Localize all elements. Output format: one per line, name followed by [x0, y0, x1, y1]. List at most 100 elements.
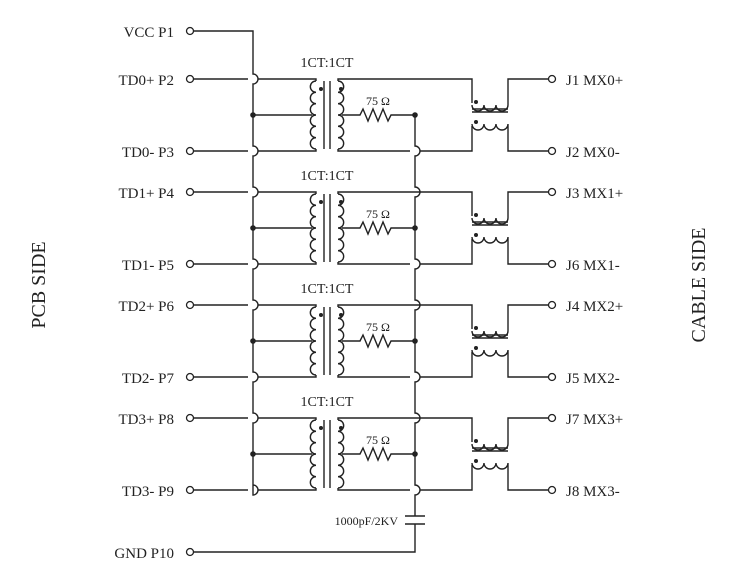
polarity-dot [339, 200, 343, 204]
choke-coil-bottom [471, 462, 548, 491]
transformer-ratio-label: 1CT:1CT [301, 56, 354, 71]
choke-coil-top [471, 417, 548, 451]
primary-wire-bottom [194, 262, 317, 265]
secondary-wire-top [337, 417, 473, 442]
primary-wire-top [194, 304, 317, 307]
primary-wire-bottom [194, 488, 317, 491]
polarity-dot [474, 120, 478, 124]
secondary-wire-bottom [337, 239, 473, 265]
resistor [342, 220, 415, 236]
resistor-label: 75 Ω [366, 94, 390, 108]
secondary-wire-bottom [337, 126, 473, 152]
label-pos: TD1+ P4 [118, 186, 174, 202]
terminal-out-neg [547, 372, 557, 382]
junction-dot [250, 225, 256, 231]
terminal-out-neg [547, 485, 557, 495]
primary-wire-top [194, 417, 317, 420]
polarity-dot [319, 313, 323, 317]
transformer-ratio-label: 1CT:1CT [301, 282, 354, 297]
secondary-wire-top [337, 191, 473, 216]
label-pos: TD3+ P8 [118, 412, 174, 428]
choke-coil-bottom [471, 349, 548, 378]
primary-coil [309, 193, 317, 263]
secondary-wire-top [337, 304, 473, 329]
choke-coil-bottom [471, 236, 548, 265]
gnd-label: GND P10 [114, 546, 174, 562]
resistor-label: 75 Ω [366, 433, 390, 447]
polarity-dot [339, 313, 343, 317]
polarity-dot [474, 439, 478, 443]
junction-dot [250, 338, 256, 344]
primary-wire-top [194, 78, 317, 81]
label-out-pos: J3 MX1+ [566, 186, 623, 202]
junction-dot [250, 451, 256, 457]
label-out-pos: J7 MX3+ [566, 412, 623, 428]
polarity-dot [319, 200, 323, 204]
terminal-neg [185, 146, 195, 156]
label-pos: TD0+ P2 [118, 73, 174, 89]
choke-core [472, 108, 508, 113]
pcb-side-label: PCB SIDE [28, 241, 50, 328]
choke-coil-top [471, 304, 548, 338]
choke-coil-top [471, 191, 548, 225]
label-neg: TD2- P7 [122, 371, 175, 387]
transformer-core [323, 81, 331, 149]
terminal-out-pos [547, 74, 557, 84]
label-out-neg: J5 MX2- [566, 371, 620, 387]
gnd-terminal [185, 547, 195, 557]
choke-core [472, 221, 508, 226]
secondary-coil [337, 419, 345, 489]
junction-dot [412, 451, 418, 457]
transformer-ratio-label: 1CT:1CT [301, 395, 354, 410]
polarity-dot [319, 87, 323, 91]
label-neg: TD0- P3 [122, 145, 174, 161]
polarity-dot [474, 346, 478, 350]
vcc-label: VCC P1 [124, 25, 174, 41]
terminal-pos [185, 300, 195, 310]
secondary-coil [337, 193, 345, 263]
label-out-pos: J1 MX0+ [566, 73, 623, 89]
terminal-out-neg [547, 259, 557, 269]
secondary-coil [337, 80, 345, 150]
primary-coil [309, 419, 317, 489]
terminal-neg [185, 372, 195, 382]
label-out-neg: J8 MX3- [566, 484, 620, 500]
polarity-dot [474, 213, 478, 217]
terminal-neg [185, 259, 195, 269]
junction-dot [412, 112, 418, 118]
choke-core [472, 447, 508, 452]
transformer-ratio-label: 1CT:1CT [301, 169, 354, 184]
junction-dot [250, 112, 256, 118]
vcc-terminal [185, 26, 195, 36]
primary-coil [309, 306, 317, 376]
resistor [342, 107, 415, 123]
label-out-neg: J2 MX0- [566, 145, 620, 161]
choke-coil-bottom [471, 123, 548, 152]
terminal-out-pos [547, 300, 557, 310]
transformer-core [323, 420, 331, 488]
left-center-tap-bus [194, 30, 259, 496]
terminal-out-pos [547, 413, 557, 423]
polarity-dot [339, 87, 343, 91]
polarity-dot [319, 426, 323, 430]
capacitor-label: 1000pF/2KV [335, 514, 399, 528]
terminal-out-neg [547, 146, 557, 156]
terminal-pos [185, 74, 195, 84]
terminal-out-pos [547, 187, 557, 197]
secondary-wire-bottom [337, 465, 473, 491]
terminal-pos [185, 413, 195, 423]
primary-wire-top [194, 191, 317, 194]
transformer-core [323, 307, 331, 375]
polarity-dot [474, 459, 478, 463]
polarity-dot [339, 426, 343, 430]
primary-coil [309, 80, 317, 150]
choke-coil-top [471, 78, 548, 112]
capacitor-symbol [405, 515, 425, 525]
resistor-label: 75 Ω [366, 320, 390, 334]
secondary-wire-top [337, 78, 473, 103]
polarity-dot [474, 100, 478, 104]
terminal-pos [185, 187, 195, 197]
label-neg: TD3- P9 [122, 484, 174, 500]
